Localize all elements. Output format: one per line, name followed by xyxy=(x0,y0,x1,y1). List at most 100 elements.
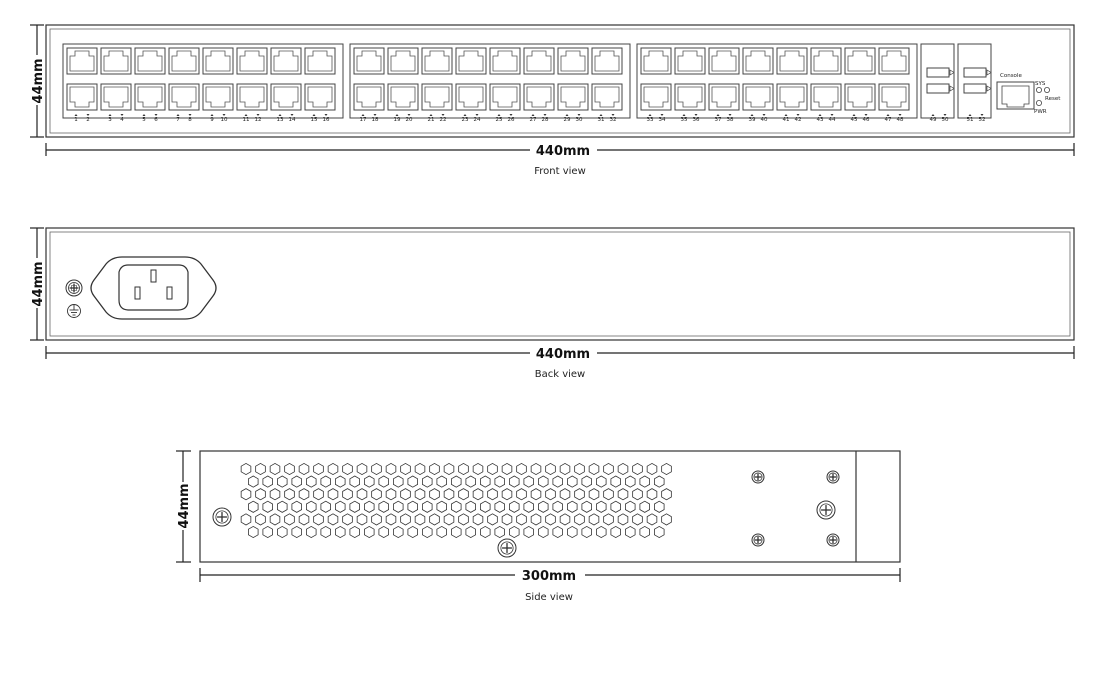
hexagon-vent-icon xyxy=(625,525,636,539)
hexagon-vent-icon xyxy=(334,500,346,513)
side-width-dimension xyxy=(199,568,901,582)
rj45-port-icon xyxy=(523,47,555,75)
front-chassis xyxy=(45,24,1075,138)
rj45-port-icon xyxy=(100,83,132,111)
down-arrow-icon xyxy=(864,114,868,116)
front-chassis-inner xyxy=(49,28,1071,134)
up-arrow-icon xyxy=(429,114,433,116)
hexagon-vent-icon xyxy=(334,475,346,488)
port-number-label: 28 xyxy=(542,117,549,123)
rj45-port-icon xyxy=(455,83,487,111)
hexagon-vent-icon xyxy=(538,500,549,513)
hexagon-vent-icon xyxy=(603,488,614,501)
hexagon-vent-icon xyxy=(508,475,520,488)
rj45-port-icon xyxy=(742,83,774,111)
reset-button-icon xyxy=(1044,87,1051,94)
rj45-port-icon xyxy=(640,47,672,75)
side-view-caption: Side view xyxy=(525,592,573,603)
down-arrow-icon xyxy=(290,114,294,116)
port-number-label: 45 xyxy=(851,117,858,123)
rj45-port-icon xyxy=(878,83,910,111)
port-number-label: 25 xyxy=(496,117,503,123)
hexagon-vent-icon xyxy=(508,525,520,539)
down-arrow-icon xyxy=(577,114,581,116)
up-arrow-icon xyxy=(210,114,214,116)
hexagon-vent-icon xyxy=(610,475,621,488)
port-number-label: 20 xyxy=(406,117,413,123)
port-group-3 xyxy=(636,43,918,119)
pwr-led-icon xyxy=(1036,100,1043,107)
down-arrow-icon xyxy=(222,114,226,116)
rj45-port-icon xyxy=(844,47,876,75)
sfp-number-label: 51 xyxy=(967,117,974,123)
hexagon-vent-icon xyxy=(661,462,672,476)
rj45-port-icon xyxy=(100,47,132,75)
rj45-port-icon xyxy=(591,83,623,111)
hexagon-vent-icon xyxy=(567,475,578,488)
hexagon-vent-icon xyxy=(269,513,281,526)
hexagon-vent-icon xyxy=(661,513,672,526)
rj45-port-icon xyxy=(134,47,166,75)
side-height-dimension xyxy=(176,450,191,563)
hexagon-vent-icon xyxy=(530,488,542,501)
up-arrow-icon xyxy=(565,114,569,116)
rj45-port-icon xyxy=(270,47,302,75)
hexagon-vent-icon xyxy=(443,513,455,526)
rj45-port-icon xyxy=(387,47,419,75)
hexagon-vent-icon xyxy=(407,475,419,488)
hexagon-vent-icon xyxy=(654,525,665,539)
down-arrow-icon xyxy=(509,114,513,116)
hexagon-vent-icon xyxy=(581,500,592,513)
rj45-ports xyxy=(66,47,910,111)
up-arrow-icon xyxy=(682,114,686,116)
port-number-label: 46 xyxy=(863,117,870,123)
hexagon-vent-icon xyxy=(407,500,419,513)
down-arrow-icon xyxy=(830,114,834,116)
port-number-label: 33 xyxy=(647,117,654,123)
hexagon-vent-icon xyxy=(574,488,585,501)
hexagon-vent-icon xyxy=(255,513,266,526)
down-arrow-icon xyxy=(980,114,984,116)
hexagon-vent-icon xyxy=(298,513,310,526)
up-arrow-icon xyxy=(716,114,720,116)
down-arrow-icon xyxy=(475,114,479,116)
hexagon-vent-icon xyxy=(291,475,303,488)
down-arrow-icon xyxy=(611,114,615,116)
hexagon-vent-icon xyxy=(342,462,353,476)
side-width-label: 300mm xyxy=(522,569,576,584)
front-height-label: 44mm xyxy=(31,58,46,103)
port-number-label: 35 xyxy=(681,117,688,123)
rj45-port-icon xyxy=(523,83,555,111)
hexagon-vent-icon xyxy=(291,500,303,513)
down-arrow-icon xyxy=(796,114,800,116)
up-arrow-icon xyxy=(108,114,112,116)
hexagon-vent-icon xyxy=(552,475,563,488)
port-number-label: 30 xyxy=(576,117,583,123)
rj45-port-icon xyxy=(66,83,98,111)
hexagon-vent-icon xyxy=(603,513,614,526)
up-arrow-icon xyxy=(497,114,501,116)
hexagon-vent-icon xyxy=(320,525,332,539)
hexagon-vent-icon xyxy=(530,513,542,526)
hexagon-vent-icon xyxy=(342,513,353,526)
hexagon-vent-icon xyxy=(588,488,600,501)
power-inlet-icon xyxy=(90,256,217,320)
hexagon-vent-icon xyxy=(349,475,361,488)
hexagon-vent-icon xyxy=(625,500,636,513)
port-number-label: 23 xyxy=(462,117,469,123)
hexagon-vent-icon xyxy=(240,462,252,476)
hexagon-vent-icon xyxy=(313,462,324,476)
hexagon-vent-icon xyxy=(392,475,404,488)
front-width-label: 440mm xyxy=(536,144,590,159)
hexagon-vent-icon xyxy=(501,488,513,501)
sfp-port-icon xyxy=(926,83,955,94)
hexagon-vent-icon xyxy=(255,488,266,501)
rj45-port-icon xyxy=(202,83,234,111)
hexagon-vent-icon xyxy=(472,462,484,476)
screw-icon xyxy=(497,538,517,558)
hexagon-vent-icon xyxy=(494,475,506,488)
hexagon-vent-icon xyxy=(458,462,469,476)
port-group-1 xyxy=(62,43,344,119)
port-number-label: 38 xyxy=(727,117,734,123)
